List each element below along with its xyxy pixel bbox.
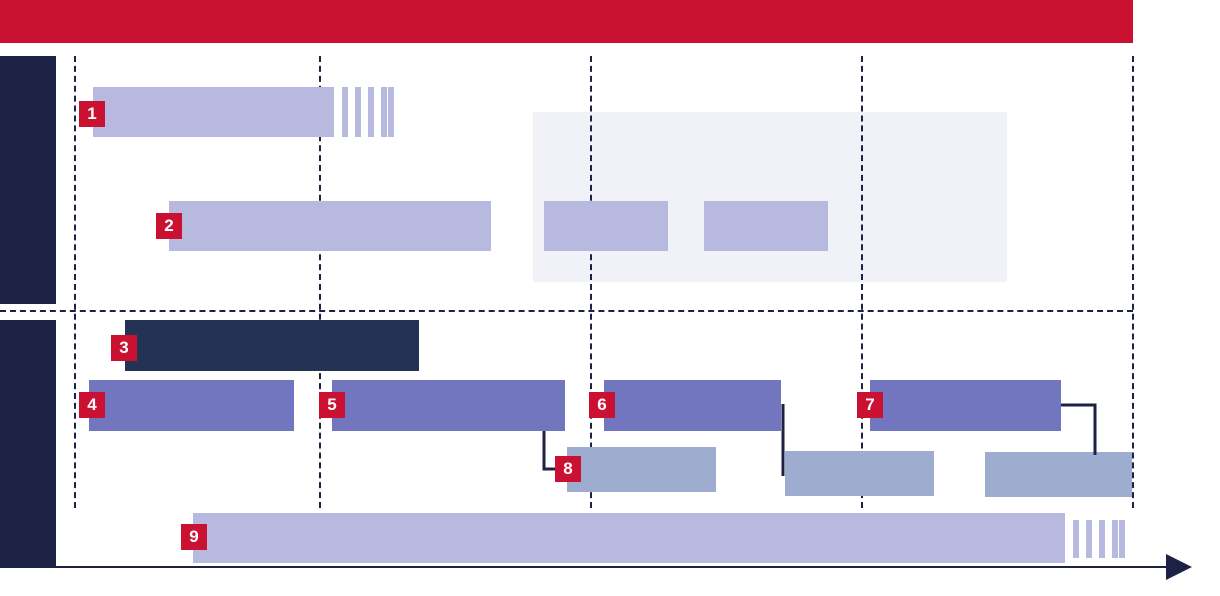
task-bar-9-fade: [1099, 520, 1105, 558]
task-badge-6: 6: [589, 392, 615, 418]
time-axis-arrowhead: [1166, 554, 1192, 580]
grid-line-3: [590, 56, 592, 508]
header-band: [0, 0, 1133, 43]
task-bar-8: [567, 447, 716, 492]
task-bar-1-fade: [355, 87, 361, 137]
connector-7-to-8c: [1061, 403, 1097, 455]
task-bar-2-segment-c: [704, 201, 828, 251]
task-bar-9-fade: [1119, 520, 1125, 558]
task-bar-5: [332, 380, 565, 431]
task-bar-1-fade: [368, 87, 374, 137]
grid-line-5: [1132, 56, 1134, 508]
task-bar-1: [93, 87, 334, 137]
task-bar-1-fade: [381, 87, 387, 137]
task-badge-9: 9: [181, 524, 207, 550]
lane-bar-lower: [0, 320, 56, 568]
grid-line-2: [319, 56, 321, 508]
task-badge-1: 1: [79, 101, 105, 127]
task-badge-7: 7: [857, 392, 883, 418]
task-bar-2-segment-b: [544, 201, 668, 251]
task-bar-9-fade: [1112, 520, 1118, 558]
task-bar-1-fade: [342, 87, 348, 137]
task-bar-1-fade: [388, 87, 394, 137]
task-bar-9-fade: [1073, 520, 1079, 558]
task-bar-6: [604, 380, 781, 431]
task-badge-4: 4: [79, 392, 105, 418]
lane-divider: [0, 310, 1133, 312]
task-bar-8-segment-b: [785, 451, 934, 496]
lane-bar-upper: [0, 56, 56, 304]
grid-line-1: [74, 56, 76, 508]
task-badge-5: 5: [319, 392, 345, 418]
task-bar-9-fade: [1086, 520, 1092, 558]
task-bar-3: [125, 320, 419, 371]
grid-line-4: [861, 56, 863, 508]
task-bar-2: [169, 201, 491, 251]
task-badge-3: 3: [111, 335, 137, 361]
task-badge-2: 2: [156, 213, 182, 239]
task-bar-4: [89, 380, 294, 431]
task-bar-8-segment-c: [985, 452, 1132, 497]
highlight-zone: [533, 112, 1007, 282]
connector-5-to-8: [542, 431, 556, 471]
task-bar-7: [870, 380, 1061, 431]
task-bar-9: [193, 513, 1065, 563]
task-badge-8: 8: [555, 456, 581, 482]
